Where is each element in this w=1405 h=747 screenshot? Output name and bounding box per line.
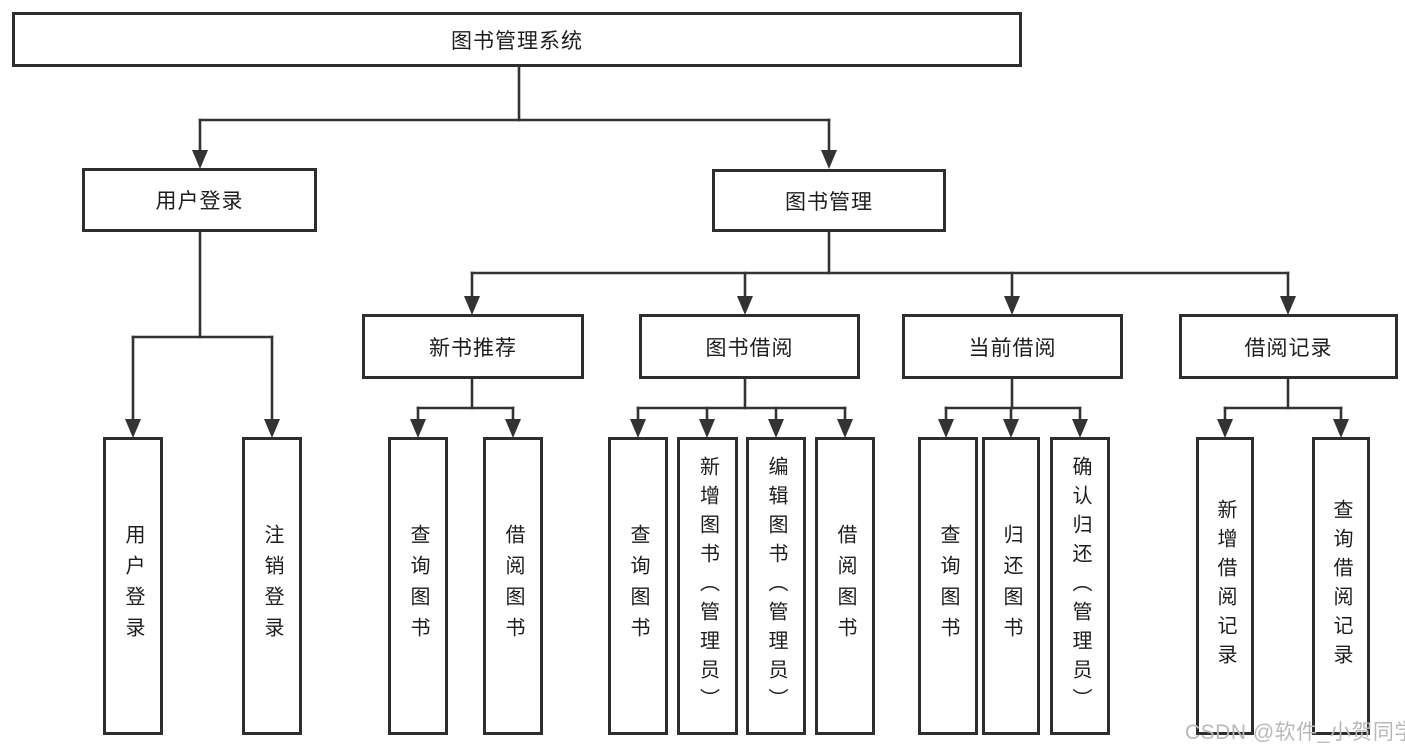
leaf-bb-edit-books-admin: 编辑图书（管理员）: [746, 437, 806, 735]
leaf-nbr-borrow-books: 借阅图书: [483, 437, 543, 735]
node-user-login: 用户登录: [82, 168, 317, 232]
leaf-label: 查询图书: [627, 524, 649, 648]
leaf-label: 新增图书（管理员）: [696, 455, 719, 717]
node-borrowing-records: 借阅记录: [1179, 314, 1398, 379]
leaf-label: 编辑图书（管理员）: [765, 455, 787, 717]
node-label: 新书推荐: [429, 336, 517, 360]
leaf-cb-confirm-return-admin: 确认归还（管理员）: [1050, 437, 1110, 735]
leaf-label: 新增借阅记录: [1214, 499, 1236, 673]
node-book-borrowing: 图书借阅: [639, 314, 860, 379]
leaf-logout: 注销登录: [242, 437, 302, 735]
leaf-label: 借阅图书: [502, 524, 524, 648]
node-library-management-system: 图书管理系统: [12, 12, 1022, 67]
node-label: 当前借阅: [968, 336, 1057, 360]
node-book-management: 图书管理: [712, 169, 946, 232]
leaf-label: 确认归还（管理员）: [1069, 455, 1091, 717]
leaf-label: 查询借阅记录: [1330, 499, 1352, 673]
csdn-watermark: CSDN @软件_小贺同学: [1185, 721, 1405, 744]
leaf-user-login: 用户登录: [103, 437, 163, 735]
leaf-bb-add-books-admin: 新增图书（管理员）: [677, 437, 738, 735]
leaf-label: 归还图书: [1000, 524, 1022, 648]
node-label: 图书管理系统: [451, 29, 583, 53]
leaf-label: 用户登录: [122, 524, 144, 648]
leaf-cb-return-books: 归还图书: [982, 437, 1040, 735]
leaf-label: 借阅图书: [834, 524, 856, 648]
node-label: 图书借阅: [705, 336, 794, 360]
leaf-nbr-query-books: 查询图书: [388, 437, 448, 735]
node-current-borrowing: 当前借阅: [902, 314, 1123, 379]
node-label: 借阅记录: [1244, 336, 1333, 360]
leaf-label: 查询图书: [937, 524, 959, 648]
node-label: 图书管理: [785, 190, 873, 214]
leaf-label: 注销登录: [261, 524, 283, 648]
leaf-bb-query-books: 查询图书: [608, 437, 668, 735]
node-label: 用户登录: [155, 190, 244, 213]
leaf-label: 查询图书: [407, 524, 429, 648]
leaf-br-add-record: 新增借阅记录: [1196, 437, 1254, 735]
leaf-bb-borrow-books: 借阅图书: [815, 437, 875, 735]
arrowhead-icons: [125, 150, 1349, 438]
leaf-br-query-record: 查询借阅记录: [1312, 437, 1370, 735]
leaf-cb-query-books: 查询图书: [918, 437, 978, 735]
node-new-book-recommendation: 新书推荐: [362, 314, 584, 379]
